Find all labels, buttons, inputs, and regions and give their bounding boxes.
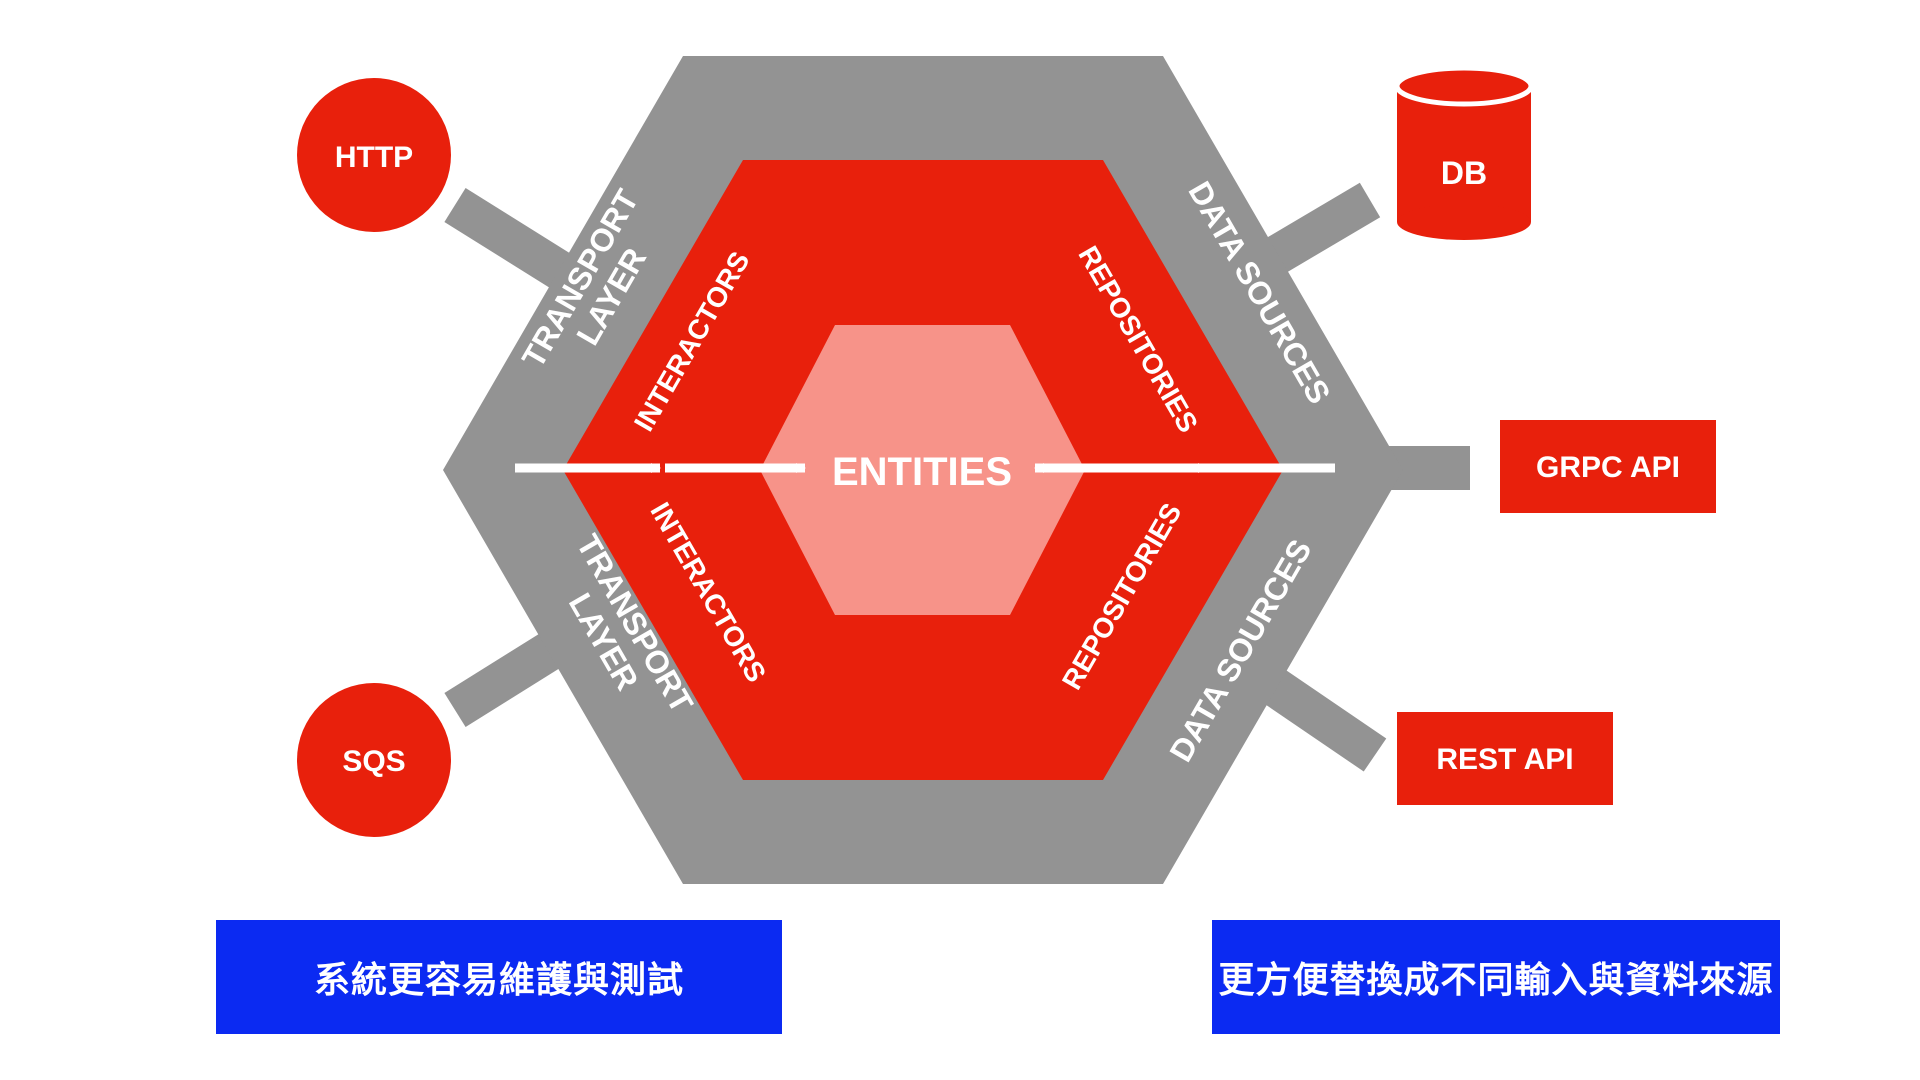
connector-rest [1253, 663, 1387, 772]
db-label: DB [1441, 155, 1487, 191]
rest-api-label: REST API [1436, 743, 1573, 776]
http-node [297, 78, 451, 232]
db-cylinder-top [1394, 65, 1534, 107]
external-sqs: SQS [297, 683, 451, 837]
grpc-api-box [1500, 420, 1716, 513]
sqs-node [297, 683, 451, 837]
external-rest-api: REST API [1397, 712, 1613, 805]
caption-left-box [216, 920, 782, 1034]
core-hexagon-pink [760, 325, 1085, 615]
connector-http [444, 188, 586, 297]
external-http: HTTP [297, 78, 451, 232]
caption-left-text: 系統更容易維護與測試 [313, 960, 684, 1001]
rest-api-box [1397, 712, 1613, 805]
caption-right-text: 更方便替換成不同輸入與資料來源 [1218, 960, 1774, 1001]
sqs-label: SQS [342, 745, 405, 778]
http-label: HTTP [335, 141, 413, 174]
core-label: ENTITIES [832, 450, 1012, 494]
connector-db [1249, 182, 1381, 283]
external-grpc-api: GRPC API [1500, 420, 1716, 513]
grpc-api-label: GRPC API [1536, 451, 1680, 484]
db-cylinder-bottom [1397, 204, 1531, 240]
caption-right-box [1212, 920, 1780, 1034]
db-cylinder-body [1397, 86, 1531, 222]
external-db: DB [1394, 65, 1534, 240]
